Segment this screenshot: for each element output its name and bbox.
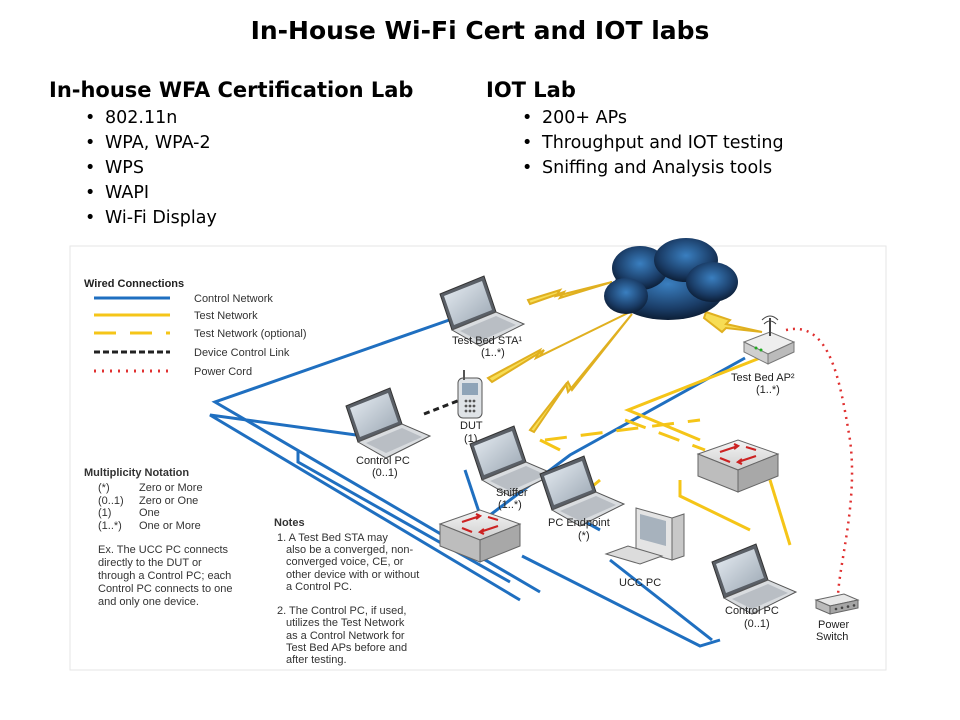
list-item: Throughput and IOT testing (522, 131, 784, 156)
notes-line: 2. The Control PC, if used, (277, 605, 406, 617)
power-switch-icon (814, 593, 860, 615)
page-title: In-House Wi-Fi Cert and IOT labs (250, 16, 710, 45)
cloud-icon (604, 238, 738, 320)
wfa-lab-list: 802.11n WPA, WPA-2 WPS WAPI Wi-Fi Displa… (85, 106, 413, 231)
legend-label: Control Network (194, 293, 273, 305)
legend-label: Test Network (194, 310, 258, 322)
iot-lab-section: IOT Lab 200+ APs Throughput and IOT test… (486, 78, 784, 181)
device-label: Test Bed AP² (731, 372, 795, 384)
multiplicity-desc: One or More (139, 520, 201, 532)
notes-line: converged voice, CE, or (286, 556, 404, 568)
notes: Notes 1. A Test Bed STA may also be a co… (274, 517, 419, 666)
multiplicity-code: (*) (98, 482, 110, 494)
legend-label: Power Cord (194, 366, 252, 378)
notes-line: also be a converged, non- (286, 544, 414, 556)
wireless-links (486, 281, 763, 434)
device-label: Control PC (725, 605, 779, 617)
device-multiplicity: (1..*) (498, 499, 522, 511)
notes-line: Test Bed APs before and (286, 642, 407, 654)
notes-line: a Control PC. (286, 581, 352, 593)
notes-line: after testing. (286, 654, 347, 666)
device-label: Power (818, 619, 850, 631)
multiplicity-example: directly to the DUT or (98, 557, 202, 569)
list-item: 200+ APs (522, 106, 784, 131)
device-label: Test Bed STA¹ (452, 335, 522, 347)
access-point-icon (742, 315, 796, 365)
multiplicity-example: Control PC connects to one (98, 583, 233, 595)
list-item: WAPI (85, 181, 413, 206)
device-multiplicity: (1..*) (756, 384, 780, 396)
iot-lab-heading: IOT Lab (486, 78, 576, 102)
desktop-computer-icon (604, 507, 685, 565)
multiplicity-code: (0..1) (98, 495, 124, 507)
device-label: Sniffer (496, 487, 528, 499)
legend-label: Device Control Link (194, 347, 290, 359)
legend: Wired Connections Control Network Test N… (84, 278, 307, 378)
list-item: 802.11n (85, 106, 413, 131)
device-multiplicity: (*) (578, 530, 590, 542)
multiplicity-title: Multiplicity Notation (84, 467, 189, 479)
notes-line: as a Control Network for (286, 630, 405, 642)
wfa-lab-section: In-house WFA Certification Lab 802.11n W… (49, 78, 413, 231)
multiplicity-desc: Zero or More (139, 482, 203, 494)
control-network-lines (209, 316, 746, 648)
notes-title: Notes (274, 517, 305, 529)
legend-title: Wired Connections (84, 278, 184, 290)
multiplicity-code: (1) (98, 507, 111, 519)
device-label: DUT (460, 420, 483, 432)
device-multiplicity: (1..*) (481, 347, 505, 359)
notes-line: other device with or without (286, 569, 419, 581)
power-cord (785, 327, 854, 596)
list-item: WPS (85, 156, 413, 181)
notes-line: 1. A Test Bed STA may (277, 532, 388, 544)
wfa-lab-heading: In-house WFA Certification Lab (49, 78, 414, 102)
device-label: UCC PC (619, 577, 661, 589)
legend-label: Test Network (optional) (194, 328, 307, 340)
list-item: Sniffing and Analysis tools (522, 156, 784, 181)
multiplicity-example: through a Control PC; each (98, 570, 231, 582)
device-multiplicity: (0..1) (744, 618, 770, 630)
list-item: WPA, WPA-2 (85, 131, 413, 156)
phone-icon (457, 370, 483, 419)
multiplicity-code: (1..*) (98, 520, 122, 532)
device-label: PC Endpoint (548, 517, 610, 529)
device-multiplicity: (0..1) (372, 467, 398, 479)
multiplicity-notation: Multiplicity Notation (*) Zero or More (… (84, 467, 233, 608)
iot-lab-list: 200+ APs Throughput and IOT testing Snif… (522, 106, 784, 181)
list-item: Wi-Fi Display (85, 206, 413, 231)
device-label: Switch (816, 631, 848, 643)
multiplicity-example: Ex. The UCC PC connects (98, 544, 229, 556)
multiplicity-desc: One (139, 507, 160, 519)
multiplicity-example: and only one device. (98, 596, 199, 608)
device-label: Control PC (356, 455, 410, 467)
multiplicity-desc: Zero or One (139, 495, 198, 507)
device-control-link (423, 398, 461, 416)
notes-line: utilizes the Test Network (286, 617, 405, 629)
